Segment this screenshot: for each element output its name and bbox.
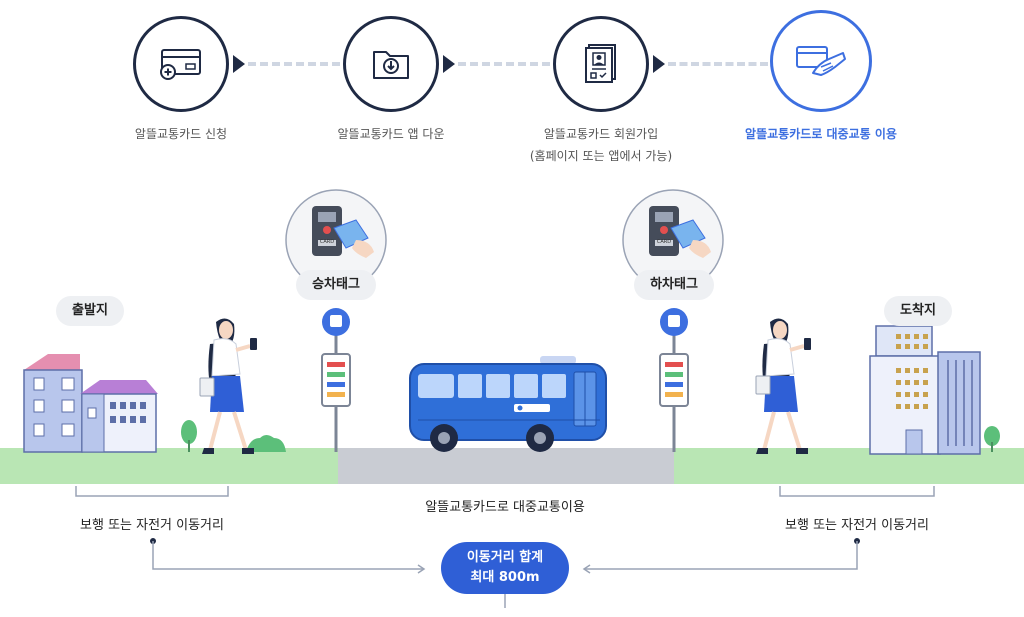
destination-buildings	[869, 325, 981, 455]
tree-left	[181, 420, 197, 452]
step-4-circle	[770, 10, 872, 112]
step-connector-2	[458, 62, 550, 66]
step-2-label: 알뜰교통카드 앱 다운	[337, 127, 445, 141]
step-1-arrow	[233, 55, 245, 73]
walker-right	[755, 318, 811, 454]
step-1-circle	[133, 16, 229, 112]
origin-buildings	[23, 354, 158, 453]
bush-left	[246, 435, 286, 452]
card-handshake-icon	[796, 46, 846, 76]
step-3-sublabel: (홈페이지 또는 앱에서 가능)	[529, 149, 673, 163]
step-connector-1	[248, 62, 340, 66]
alight-reader-card-text: CARD	[656, 239, 672, 245]
left-distance-text: 보행 또는 자전거 이동거리	[80, 518, 224, 533]
origin-label: 출발지	[56, 296, 124, 326]
walker-left	[199, 318, 257, 454]
right-connector	[582, 538, 860, 574]
bus	[409, 356, 607, 452]
board-tag-label: 승차태그	[296, 270, 376, 300]
bus-stop-left	[321, 308, 351, 452]
left-connector	[150, 538, 426, 574]
step-3-circle	[553, 16, 649, 112]
folder-download-icon	[373, 51, 409, 79]
total-distance-title: 이동거리 합계	[466, 550, 544, 565]
destination-label: 도착지	[884, 296, 952, 326]
right-distance-text: 보행 또는 자전거 이동거리	[785, 518, 929, 533]
total-distance-badge: 이동거리 합계 최대 800m	[441, 542, 569, 594]
step-3-arrow	[653, 55, 665, 73]
bus-stop-right	[659, 308, 689, 452]
board-reader-card-text: CARD	[319, 239, 335, 245]
tree-right	[984, 426, 1000, 452]
step-4-label: 알뜰교통카드로 대중교통 이용	[745, 127, 897, 141]
alight-reader-bubble	[622, 189, 724, 291]
step-connector-3	[668, 62, 768, 66]
grass-left	[0, 448, 338, 484]
transit-usage-text: 알뜰교통카드로 대중교통이용	[425, 500, 585, 515]
step-2-circle	[343, 16, 439, 112]
total-distance-max: 최대 800m	[470, 570, 540, 585]
member-form-icon	[585, 44, 616, 83]
road	[338, 448, 674, 484]
card-add-icon	[160, 49, 201, 80]
right-distance-bracket	[779, 486, 935, 497]
step-2-arrow	[443, 55, 455, 73]
step-1-label: 알뜰교통카드 신청	[134, 127, 228, 141]
left-distance-bracket	[75, 486, 229, 497]
step-3-label: 알뜰교통카드 회원가입	[543, 127, 659, 141]
alight-tag-label: 하차태그	[634, 270, 714, 300]
board-reader-bubble	[285, 189, 387, 291]
